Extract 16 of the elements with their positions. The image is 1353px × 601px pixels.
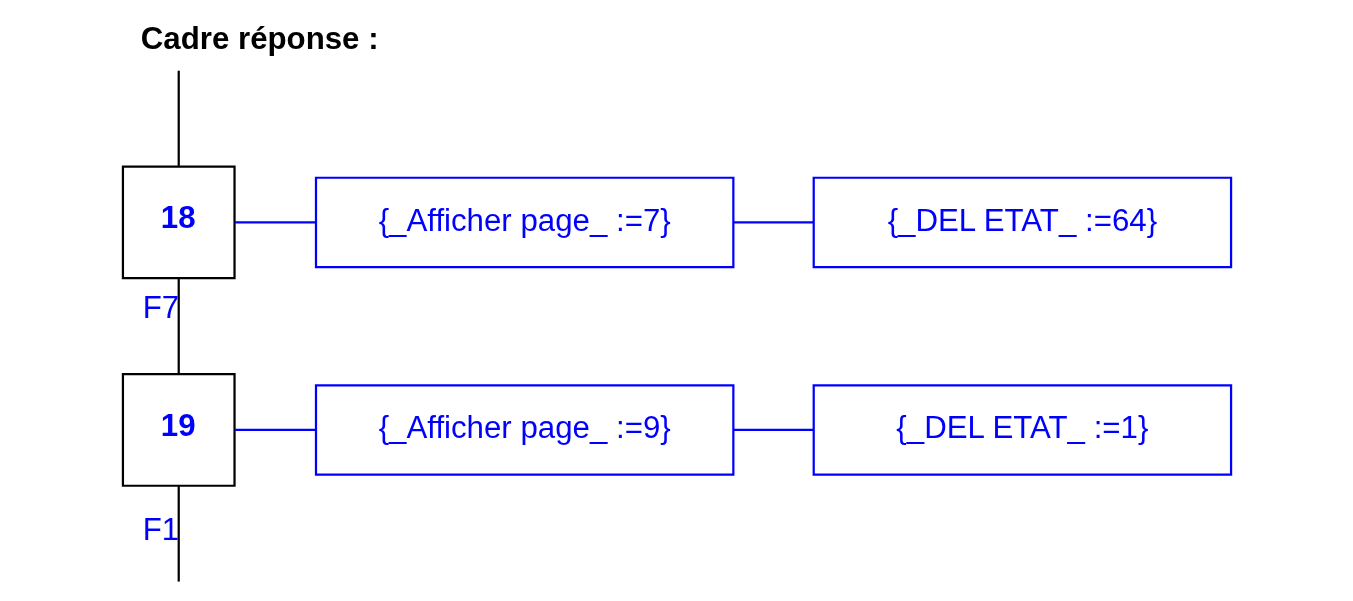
connector xyxy=(733,221,813,224)
diagram-title: Cadre réponse : xyxy=(140,20,379,56)
connector xyxy=(177,486,180,582)
node-box: {_DEL ETAT_ :=1} xyxy=(812,384,1232,476)
node-box: 18 xyxy=(121,165,236,280)
edge-label: F7 xyxy=(142,290,179,325)
connector xyxy=(234,428,316,432)
edge-label: F1 xyxy=(142,511,179,547)
node-box: {_Afficher page_ :=7} xyxy=(314,176,734,269)
connector xyxy=(177,70,180,166)
connector xyxy=(234,221,316,224)
node-box: {_DEL ETAT_ :=64} xyxy=(812,176,1232,269)
node-box: {_Afficher page_ :=9} xyxy=(314,384,734,476)
connector xyxy=(733,428,813,432)
node-box: 19 xyxy=(121,373,236,487)
connector xyxy=(177,279,180,374)
